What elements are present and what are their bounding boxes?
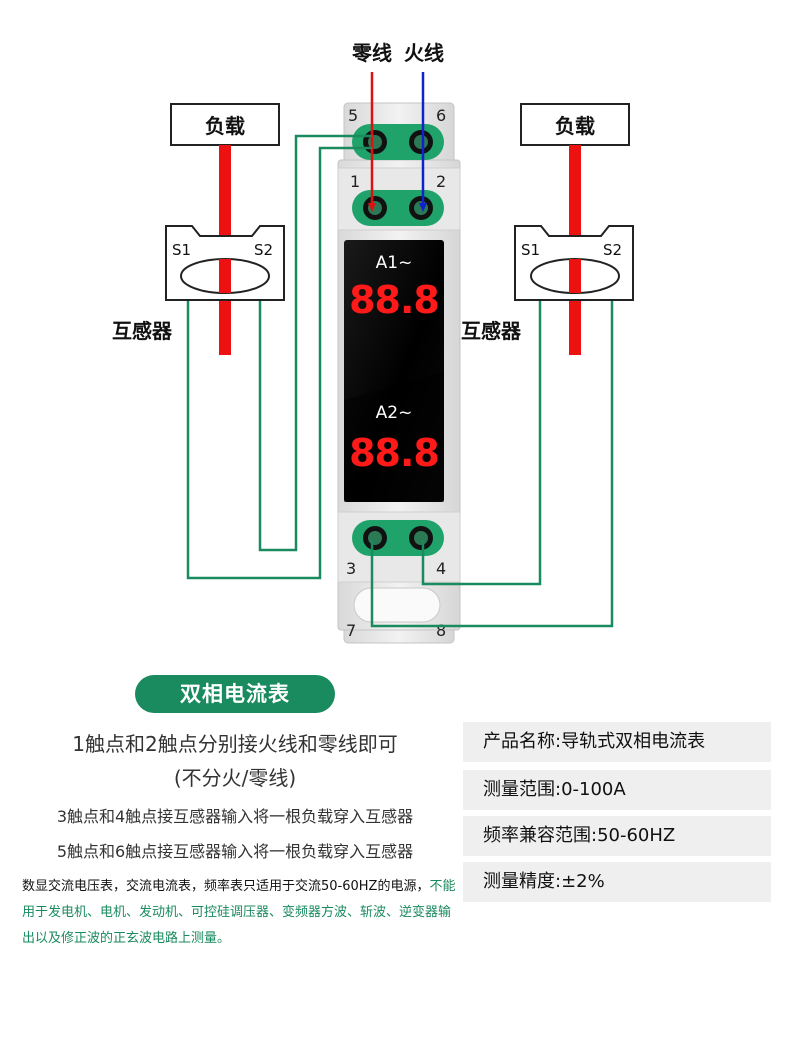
neutral-wire-label: 零线 — [351, 41, 392, 65]
live-wire-label: 火线 — [404, 41, 444, 65]
instruction-line-3: 5触点和6触点接互感器输入将一根负载穿入互感器 — [56, 842, 414, 861]
signal-wires — [186, 134, 614, 628]
transformer-right-label: 互感器 — [461, 319, 522, 343]
load-left-label: 负载 — [205, 114, 245, 138]
transformer-left-s2: S2 — [254, 241, 273, 259]
transformer-left: S1 S2 — [165, 225, 285, 301]
spec-frequency-range: 频率兼容范围:50-60HZ — [463, 816, 771, 856]
terminal-block-upper — [352, 190, 444, 226]
transformer-left-label: 互感器 — [112, 319, 173, 343]
terminal-number-3: 3 — [346, 559, 356, 578]
usage-note: 数显交流电压表，交流电流表，频率表只适用于交流50-60HZ的电源，不能用于发电… — [22, 874, 462, 952]
instruction-line-1: 1触点和2触点分别接火线和零线即可 — [72, 732, 398, 756]
terminal-block-lower — [352, 520, 444, 556]
terminal-number-4: 4 — [436, 559, 446, 578]
usage-note-text: 数显交流电压表，交流电流表，频率表只适用于交流50-60HZ的电源， — [22, 879, 430, 894]
display-panel: A1~ 88.8 A2~ 88.8 — [344, 240, 444, 502]
spec-product-name: 产品名称:导轨式双相电流表 — [463, 722, 771, 762]
terminal-number-7: 7 — [346, 621, 356, 640]
load-right-label: 负载 — [555, 114, 595, 138]
transformer-right: S1 S2 — [514, 225, 634, 301]
instruction-line-1b: (不分火/零线) — [173, 766, 297, 790]
terminal-number-8: 8 — [436, 621, 446, 640]
load-right: 负载 — [520, 103, 630, 146]
wiring-diagram: 5 6 1 2 3 4 7 8 A1~ 88.8 A2~ 88.8 零线 火线 … — [112, 41, 634, 644]
spec-measure-range: 测量范围:0-100A — [463, 770, 771, 810]
transformer-right-s2: S2 — [603, 241, 622, 259]
terminal-number-2: 2 — [436, 172, 446, 191]
a2-label: A2~ — [376, 403, 413, 423]
terminal-number-6: 6 — [436, 106, 446, 125]
instruction-line-2: 3触点和4触点接互感器输入将一根负载穿入互感器 — [56, 807, 414, 826]
terminal-number-5: 5 — [348, 106, 358, 125]
usage-warning: 不能用于发电机、电机、发动机、可控硅调压器、变频器方波、斩波、逆变器输出以及修正… — [22, 879, 456, 946]
terminal-block-top — [352, 124, 444, 160]
spec-accuracy: 测量精度:±2% — [463, 862, 771, 902]
a2-reading: 88.8 — [349, 431, 439, 475]
a1-label: A1~ — [376, 253, 413, 273]
transformer-right-s1: S1 — [521, 241, 540, 259]
terminal-number-1: 1 — [350, 172, 360, 191]
product-title-badge: 双相电流表 — [135, 675, 335, 713]
blank-terminal-cover — [353, 587, 441, 623]
transformer-left-s1: S1 — [172, 241, 191, 259]
load-left: 负载 — [170, 103, 280, 146]
a1-reading: 88.8 — [349, 278, 439, 322]
